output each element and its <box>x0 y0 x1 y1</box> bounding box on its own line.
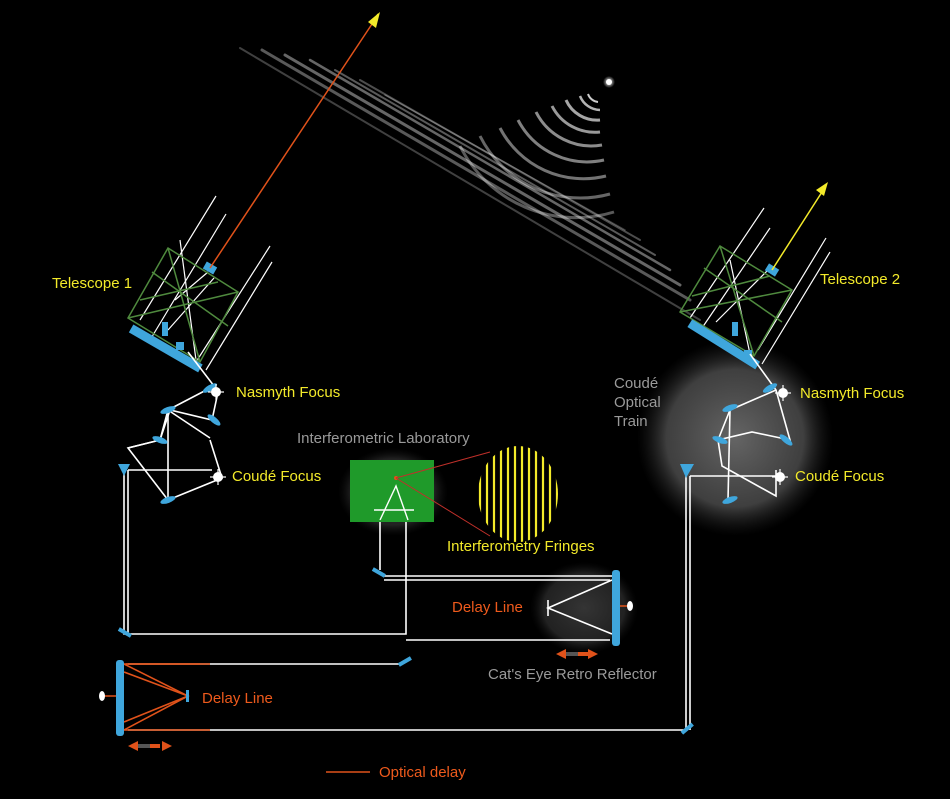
telescope-2-arrow <box>816 182 828 196</box>
label-cats-eye-retro-reflector: Cat's Eye Retro Reflector <box>488 666 657 683</box>
label-coude-optical-train-line-1: Coudé <box>614 375 659 392</box>
label-delay-line-lower: Delay Line <box>202 690 273 707</box>
label-telescope-2: Telescope 2 <box>820 271 901 288</box>
label-interferometric-laboratory: Interferometric Laboratory <box>297 430 470 447</box>
label-coude-optical-train-line-2: Optical <box>614 394 661 411</box>
label-coude-optical-train: Coudé Optical Train <box>614 374 661 431</box>
telescope-2-primary-mirror <box>687 319 761 370</box>
beam-paths <box>123 351 792 731</box>
telescope-1-delay-path <box>209 23 373 269</box>
mirrors <box>116 383 793 736</box>
upper-delay-motion-arrows <box>556 649 598 659</box>
upper-delay-knob <box>627 601 633 611</box>
label-interferometry-fringes: Interferometry Fringes <box>447 538 595 555</box>
label-coude-optical-train-line-3: Train <box>614 413 648 430</box>
label-optical-delay-legend: Optical delay <box>379 764 466 781</box>
fringe-connector-top <box>395 451 491 479</box>
interferometric-laboratory-box <box>350 460 434 522</box>
focus-stars <box>211 387 788 482</box>
lower-delay-line <box>123 663 210 731</box>
cats-eye-glow <box>530 562 638 654</box>
telescope-2-delay-path <box>771 191 823 271</box>
lower-delay-motion-arrows <box>128 741 172 751</box>
wavefronts <box>458 93 615 220</box>
star-core <box>606 79 612 85</box>
coude-optical-train-glow <box>637 340 833 536</box>
label-coude-focus-2: Coudé Focus <box>795 468 885 485</box>
plane-wavefronts <box>239 47 701 321</box>
fringe-connector-bottom <box>395 477 491 537</box>
telescope-1-primary-mirror <box>128 324 203 373</box>
lower-delay-mirror <box>116 660 124 736</box>
label-coude-focus-1: Coudé Focus <box>232 468 322 485</box>
cats-eye-mirror <box>612 570 620 646</box>
telescope-2 <box>678 207 831 370</box>
interferometry-fringes-disk <box>478 446 558 542</box>
telescope-1 <box>126 195 273 373</box>
label-delay-line-upper: Delay Line <box>452 599 523 616</box>
lower-delay-knob <box>99 691 105 701</box>
label-nasmyth-focus-2: Nasmyth Focus <box>800 385 905 402</box>
label-telescope-1: Telescope 1 <box>52 275 133 292</box>
label-nasmyth-focus-1: Nasmyth Focus <box>236 384 341 401</box>
